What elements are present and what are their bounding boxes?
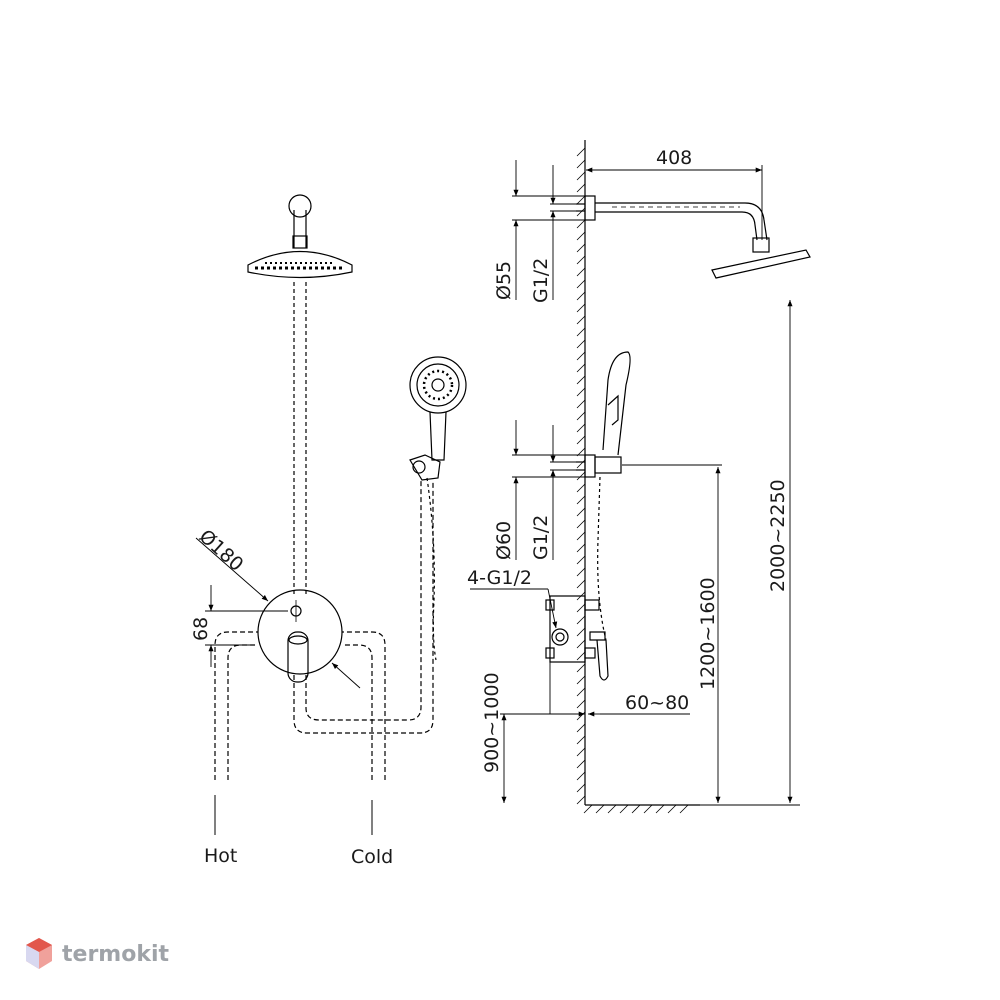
hand-shower-front — [409, 356, 467, 481]
arm-length-label: 408 — [656, 147, 692, 169]
rain-shower-head-side — [711, 249, 811, 279]
shower-arm-front — [288, 194, 312, 249]
wall-hatching — [576, 147, 689, 814]
cold-label: Cold — [351, 846, 393, 868]
hand-shower-side — [602, 351, 631, 456]
side-dimensions — [470, 160, 800, 806]
recess-depth-label: 60~80 — [625, 692, 689, 714]
hose-side — [597, 476, 607, 641]
front-dimensions — [195, 537, 361, 689]
brand-logo-text: termokit — [62, 941, 170, 967]
cube-logo-icon — [26, 938, 52, 969]
shower-arm-side — [576, 195, 770, 253]
flange-upper-label: Ø55 — [493, 261, 515, 300]
diameter-plate-label: Ø180 — [195, 525, 248, 576]
brand-logo: termokit — [24, 936, 169, 972]
thread-lower-label: G1/2 — [530, 515, 552, 560]
side-view — [545, 140, 811, 814]
handset-height-label: 1200~1600 — [697, 577, 719, 690]
rain-shower-head — [247, 251, 353, 279]
hose — [426, 477, 437, 661]
concealed-box — [545, 595, 609, 681]
height-offset-label: 68 — [190, 617, 212, 641]
hot-label: Hot — [204, 845, 237, 867]
thread-upper-label: G1/2 — [530, 258, 552, 303]
box-height-label: 900~1000 — [481, 672, 503, 773]
head-height-label: 2000~2250 — [767, 479, 789, 592]
flange-lower-label: Ø60 — [493, 521, 515, 560]
box-ports-label: 4-G1/2 — [467, 567, 532, 589]
riser-pipe-front — [293, 282, 307, 595]
front-view — [214, 194, 467, 835]
handshower-holder-side — [576, 454, 622, 478]
supply-pipes — [214, 480, 434, 780]
mixer-plate — [257, 589, 343, 683]
